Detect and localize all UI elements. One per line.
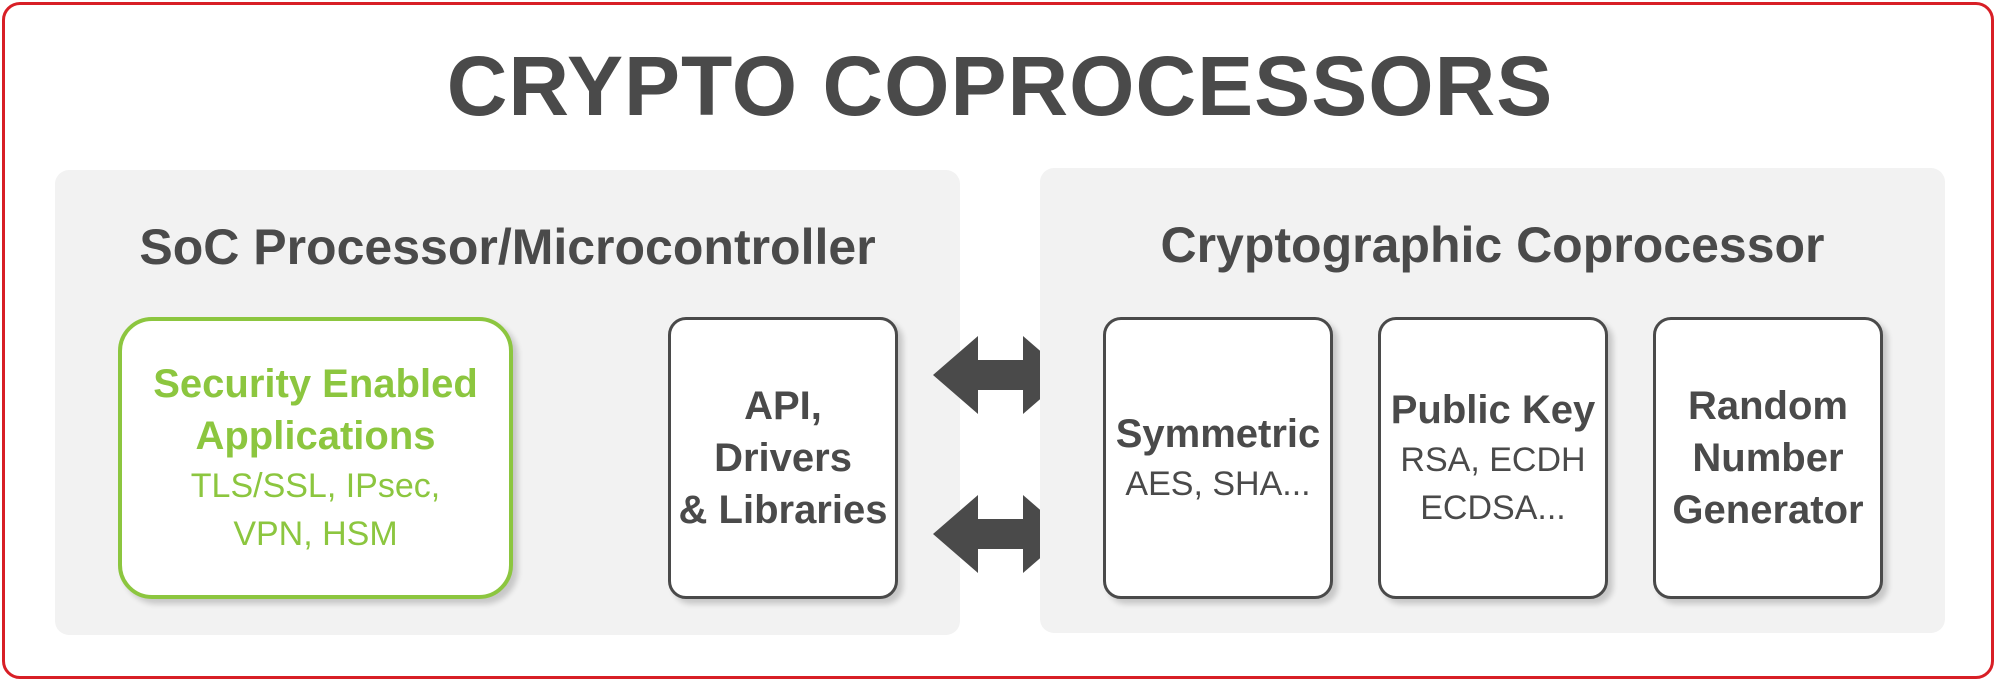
rng-title: Random Number Generator	[1672, 384, 1864, 532]
rng-box: Random Number Generator	[1653, 317, 1883, 599]
security-apps-subtitle: TLS/SSL, IPsec, VPN, HSM	[190, 467, 441, 553]
crypto-panel-title: Cryptographic Coprocessor	[1160, 217, 1825, 273]
symmetric-title: Symmetric	[1115, 412, 1321, 456]
public-key-title: Public Key	[1390, 388, 1596, 432]
security-apps-title: Security Enabled Applications	[153, 362, 478, 458]
page-title: CRYPTO COPROCESSORS	[446, 39, 1554, 133]
double-arrow-icon	[933, 495, 1068, 573]
security-apps-box: Security Enabled Applications TLS/SSL, I…	[118, 317, 513, 599]
api-drivers-box: API, Drivers & Libraries	[668, 317, 898, 599]
api-drivers-title: API, Drivers & Libraries	[678, 384, 888, 532]
public-key-box: Public Key RSA, ECDH ECDSA...	[1378, 317, 1608, 599]
public-key-subtitle: RSA, ECDH ECDSA...	[1400, 441, 1586, 527]
crypto-coprocessor-panel: Cryptographic Coprocessor Symmetric AES,…	[1040, 168, 1945, 633]
double-arrow-icon	[933, 336, 1068, 414]
symmetric-subtitle: AES, SHA...	[1125, 465, 1311, 503]
symmetric-box: Symmetric AES, SHA...	[1103, 317, 1333, 599]
soc-panel-title: SoC Processor/Microcontroller	[139, 219, 876, 275]
soc-panel: SoC Processor/Microcontroller Security E…	[55, 170, 960, 635]
